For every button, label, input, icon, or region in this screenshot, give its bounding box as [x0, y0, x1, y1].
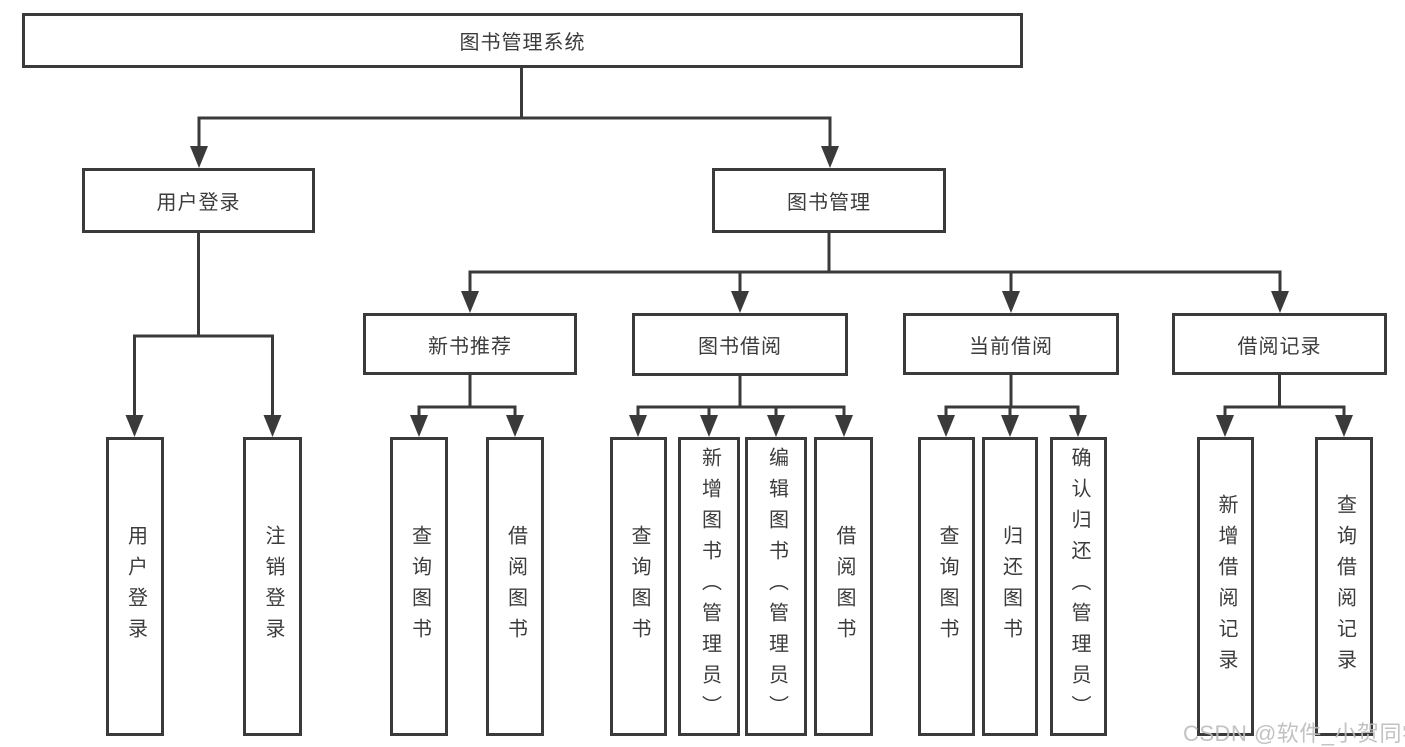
leaf-label: 归还图书: [999, 524, 1022, 649]
node-user-login-group: 用户登录: [82, 168, 315, 233]
leaf-label: 确认归还（管理员）: [1068, 447, 1090, 726]
node-label: 当前借阅: [969, 335, 1053, 358]
node-label: 用户登录: [156, 192, 241, 214]
leaf-recommend-borrow-book: 借阅图书: [486, 437, 544, 736]
leaf-borrow-book: 借阅图书: [814, 437, 873, 736]
node-book-management: 图书管理: [712, 168, 946, 233]
leaf-label: 查询图书: [408, 524, 431, 649]
node-label: 借阅记录: [1237, 335, 1322, 358]
leaf-logout: 注销登录: [243, 437, 302, 736]
leaf-borrow-query-book: 查询图书: [610, 437, 667, 736]
leaf-user-login: 用户登录: [106, 437, 164, 736]
leaf-current-query-book: 查询图书: [918, 437, 975, 736]
leaf-edit-book-admin: 编辑图书（管理员）: [745, 437, 807, 736]
leaf-label: 借阅图书: [833, 524, 855, 649]
leaf-label: 用户登录: [124, 524, 147, 649]
leaf-label: 新增图书（管理员）: [698, 447, 721, 726]
node-root-library-management-system: 图书管理系统: [22, 13, 1023, 68]
node-current-borrow: 当前借阅: [903, 313, 1119, 375]
leaf-label: 查询图书: [936, 524, 958, 649]
node-label: 图书借阅: [698, 336, 782, 358]
csdn-watermark: CSDN @软件_小贺同学: [1183, 721, 1405, 746]
leaf-label: 注销登录: [262, 524, 284, 649]
leaf-return-book: 归还图书: [982, 437, 1038, 736]
leaf-confirm-return-admin: 确认归还（管理员）: [1050, 437, 1107, 736]
leaf-add-borrow-record: 新增借阅记录: [1197, 437, 1254, 736]
leaf-label: 借阅图书: [504, 524, 527, 649]
node-book-borrow: 图书借阅: [632, 313, 848, 376]
leaf-query-borrow-record: 查询借阅记录: [1315, 437, 1373, 736]
leaf-label: 新增借阅记录: [1215, 493, 1237, 680]
leaf-label: 查询图书: [628, 524, 650, 649]
leaf-label: 编辑图书（管理员）: [765, 447, 788, 726]
node-label: 图书管理系统: [459, 32, 586, 54]
leaf-label: 查询借阅记录: [1333, 493, 1356, 680]
leaf-add-book-admin: 新增图书（管理员）: [678, 437, 740, 736]
node-new-book-recommend: 新书推荐: [363, 313, 577, 375]
leaf-recommend-query-book: 查询图书: [390, 437, 448, 736]
node-borrow-record: 借阅记录: [1172, 313, 1387, 375]
node-label: 新书推荐: [428, 335, 512, 358]
node-label: 图书管理: [787, 192, 871, 214]
